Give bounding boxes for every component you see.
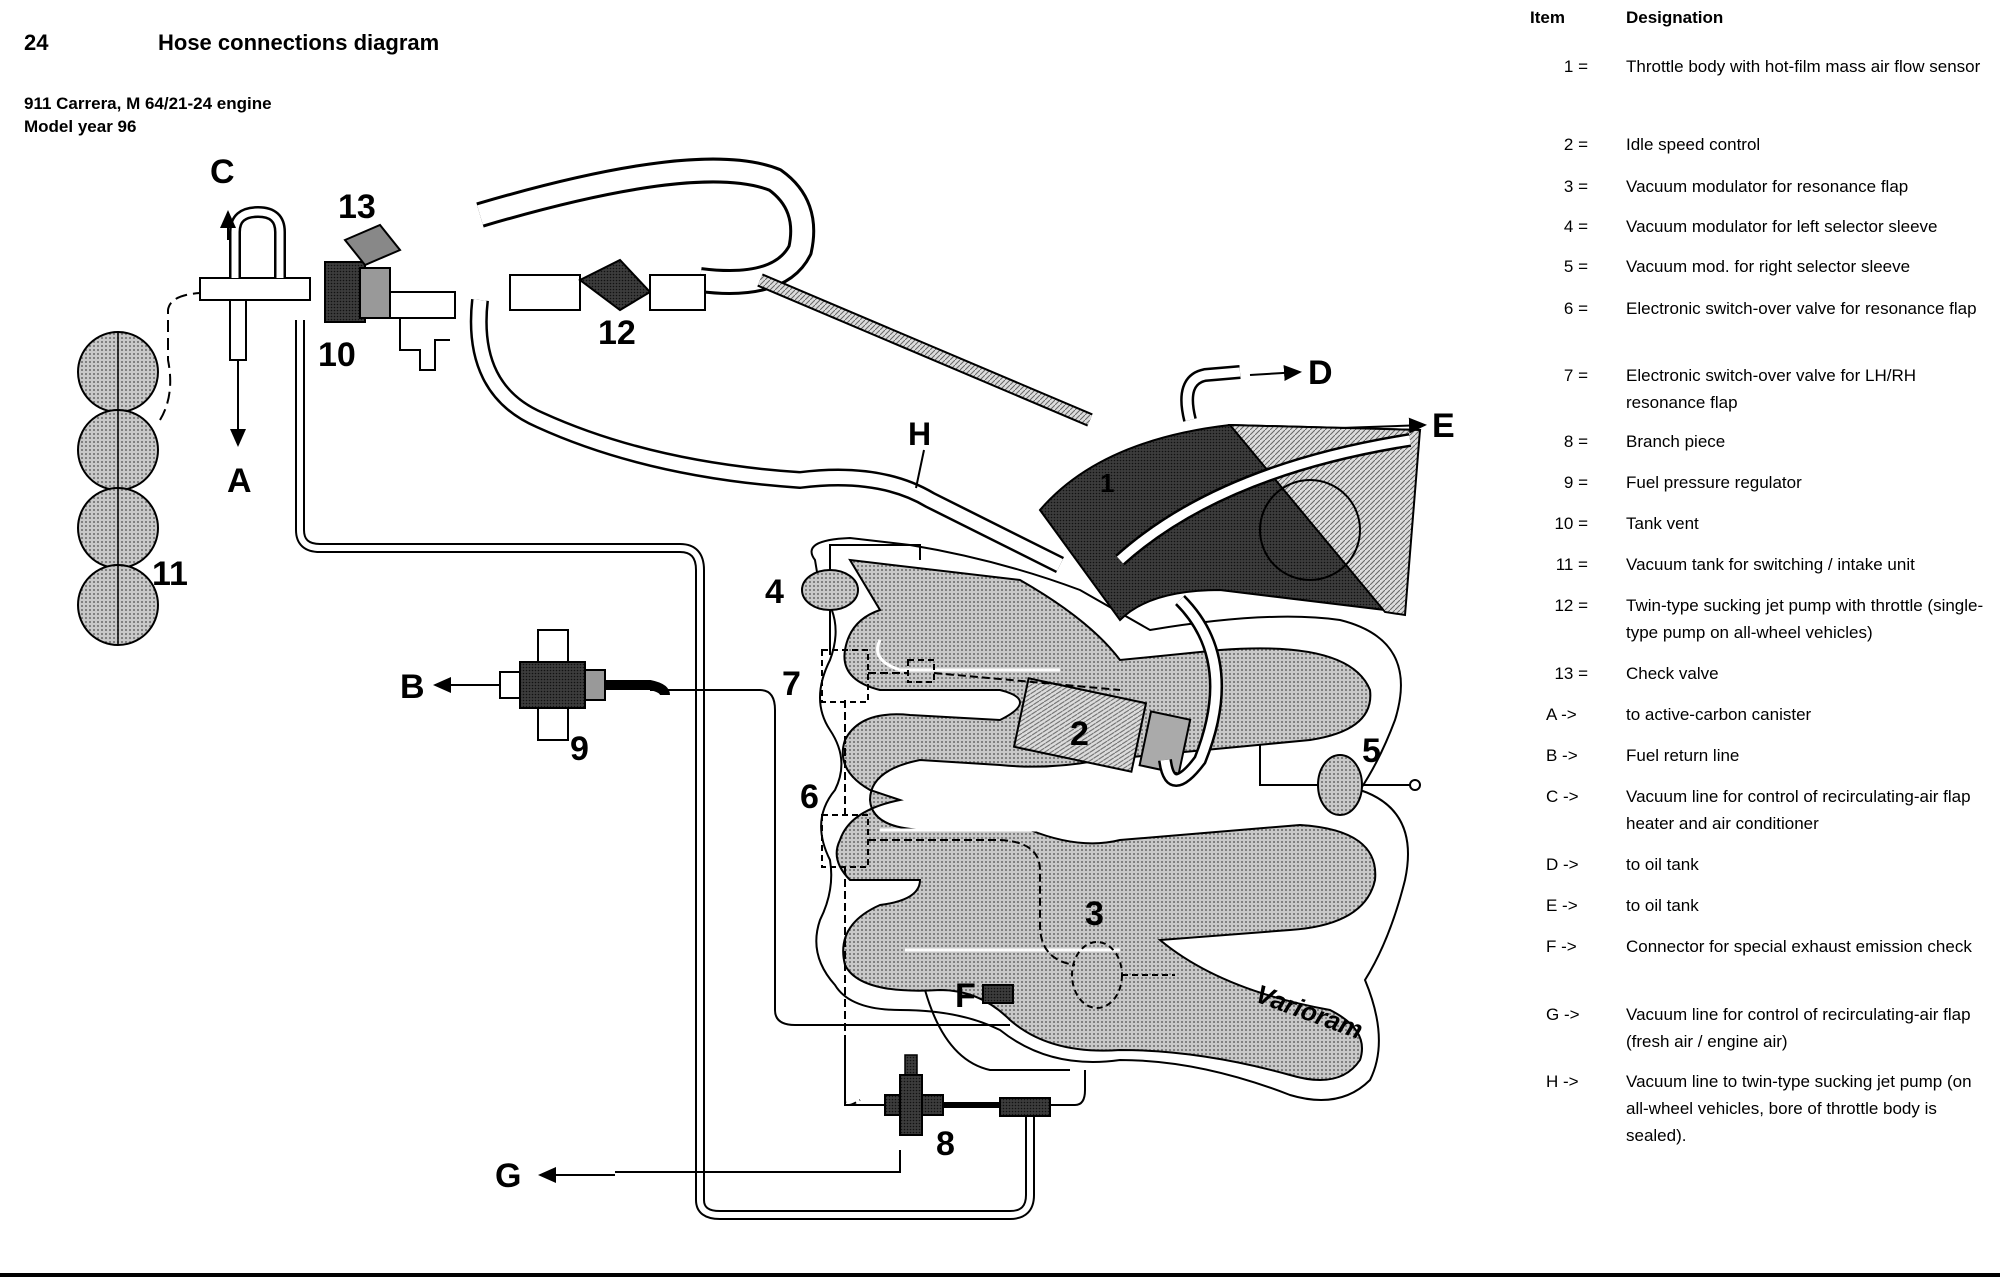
legend-item-key: B -> (1546, 746, 1578, 765)
label-3: 3 (1085, 895, 1104, 933)
label-g: G (495, 1157, 521, 1195)
bottom-rule (0, 1273, 2000, 1277)
legend-item-designation: Vacuum mod. for right selector sleeve (1626, 257, 1911, 276)
label-11: 11 (152, 555, 188, 593)
legend-item-designation: Check valve (1626, 664, 1719, 683)
intake-manifold: Varioram (810, 536, 1409, 1101)
legend-item-key: 2 = (1563, 135, 1588, 154)
vacuum-tank: 11 (77, 292, 201, 646)
legend-item-key: 8 = (1563, 432, 1588, 451)
legend-item-key: 7 = (1563, 366, 1588, 385)
legend-item-designation: Fuel return line (1626, 746, 1740, 765)
vacuum-modulator-left: 4 (765, 544, 921, 655)
label-6: 6 (800, 778, 819, 816)
fuel-pressure-regulator: B 9 (400, 629, 1010, 1026)
legend-item-designation: Electronic switch-over valve for resonan… (1626, 299, 1977, 318)
legend-item-designation: Vacuum line for control of recirculating… (1626, 1005, 1971, 1051)
label-4: 4 (765, 573, 784, 611)
legend-header-designation: Designation (1626, 8, 1724, 27)
legend-item-key: 11 = (1555, 555, 1588, 574)
legend-item-designation: Vacuum tank for switching / intake unit (1626, 555, 1915, 574)
hose-h: H (469, 299, 1065, 574)
hose-e: E (1339, 407, 1455, 445)
label-1: 1 (1100, 468, 1114, 498)
label-13: 13 (338, 188, 376, 226)
tank-vent-assembly: 10 13 C A (199, 153, 456, 500)
legend-item-designation: to oil tank (1626, 896, 1699, 915)
label-c: C (210, 153, 235, 191)
legend-item-key: E -> (1546, 896, 1578, 915)
legend-item-key: 13 = (1554, 664, 1588, 683)
switch-over-valve-lh-rh: 7 (782, 649, 1121, 703)
legend-item-key: 12 = (1554, 596, 1588, 615)
label-f: F (955, 977, 976, 1015)
throttle-body: 1 (1038, 423, 1422, 622)
legend-header-item: Item (1530, 8, 1565, 27)
label-h: H (908, 416, 931, 452)
page-title: Hose connections diagram (158, 30, 440, 55)
hose-d: D (1180, 354, 1333, 422)
throttle-plate (1259, 479, 1361, 581)
legend-item-designation: Vacuum modulator for left selector sleev… (1626, 217, 1938, 236)
legend-item-designation: Branch piece (1626, 432, 1726, 451)
legend-item-designation: to active-carbon canister (1626, 705, 1812, 724)
legend-item-designation: Fuel pressure regulator (1626, 473, 1802, 492)
label-a: A (227, 462, 252, 500)
label-9: 9 (570, 730, 589, 768)
hose-g-loop: G (295, 320, 1035, 1220)
page-number: 24 (24, 30, 49, 55)
legend-item-designation: Tank vent (1626, 514, 1699, 533)
label-7: 7 (782, 665, 801, 703)
legend-item-key: H -> (1546, 1072, 1579, 1091)
throttle-hose-to-e-inner (1116, 435, 1411, 564)
legend-item-designation: Idle speed control (1626, 135, 1761, 154)
idle-speed-control: 2 (1012, 595, 1223, 787)
legend-item-designation: Vacuum modulator for resonance flap (1626, 177, 1909, 196)
legend-item-designation: Electronic switch-over valve for LH/RH r… (1626, 366, 1917, 412)
legend-item-key: 4 = (1563, 217, 1588, 236)
legend-item-key: D -> (1546, 855, 1579, 874)
label-5: 5 (1362, 732, 1381, 770)
legend-item-designation: to oil tank (1626, 855, 1699, 874)
vacuum-modulator-resonance: 3 (1071, 895, 1175, 1009)
label-12: 12 (598, 314, 636, 352)
model-year-line: Model year 96 (24, 117, 137, 136)
legend-item-designation: Connector for special exhaust emission c… (1626, 937, 1972, 956)
legend-item-designation: Twin-type sucking jet pump with throttle… (1626, 596, 1984, 642)
legend-item-key: 9 = (1563, 473, 1588, 492)
vacuum-modulator-right: 5 (1259, 732, 1421, 816)
label-d: D (1308, 354, 1333, 392)
label-b: B (400, 668, 425, 706)
engine-subtitle: 911 Carrera, M 64/21-24 engine Model yea… (24, 92, 272, 138)
legend-item-key: 3 = (1563, 177, 1588, 196)
legend-item-key: G -> (1546, 1005, 1580, 1024)
legend-item-key: 6 = (1563, 299, 1588, 318)
main-breather-hose (476, 157, 1093, 427)
legend-item-key: 10 = (1554, 514, 1588, 533)
manifold-runner-inner-line (876, 639, 1120, 952)
hose-connections-diagram: Varioram 1 H 2 11 (77, 153, 1455, 1220)
jet-pump: 12 (509, 258, 706, 352)
exhaust-check-connector: F (955, 977, 1014, 1015)
engine-model-line: 911 Carrera, M 64/21-24 engine (24, 94, 272, 113)
label-e: E (1432, 407, 1455, 445)
legend-item-key: C -> (1546, 787, 1579, 806)
legend-item-designation: Throttle body with hot-film mass air flo… (1626, 57, 1981, 76)
legend-item-designation: Vacuum line to twin-type sucking jet pum… (1626, 1072, 1972, 1145)
legend-item-key: 1 = (1563, 57, 1588, 76)
legend-item-key: F -> (1546, 937, 1577, 956)
label-10: 10 (318, 336, 356, 374)
label-2: 2 (1070, 715, 1089, 753)
label-8: 8 (936, 1125, 955, 1163)
legend-item-designation: Vacuum line for control of recirculating… (1626, 787, 1971, 833)
branch-piece: 8 (844, 989, 1086, 1163)
legend-item-key: A -> (1546, 705, 1577, 724)
legend-item-key: 5 = (1563, 257, 1588, 276)
